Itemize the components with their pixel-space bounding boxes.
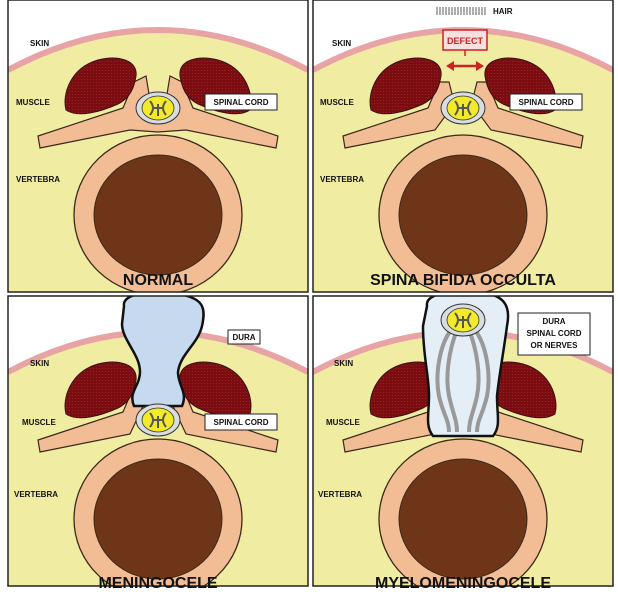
callout-spinal-cord: SPINAL CORD <box>214 418 269 427</box>
spinal-cord <box>441 92 485 124</box>
panel-title: NORMAL <box>123 272 193 289</box>
spinal-cord <box>136 92 180 124</box>
label-vertebra: VERTEBRA <box>16 175 60 184</box>
label-hair: HAIR <box>493 7 513 16</box>
label-skin: SKIN <box>334 359 353 368</box>
label-muscle: MUSCLE <box>22 418 56 427</box>
label-vertebra: VERTEBRA <box>320 175 364 184</box>
callout-dura: DURA <box>232 333 255 342</box>
callout-dura: DURA <box>542 317 565 326</box>
spinal-cord <box>441 304 485 336</box>
panel-occulta: HAIR DEFECT SKIN MUSCLE VERTEBRA SPINAL … <box>313 0 613 295</box>
label-skin: SKIN <box>332 39 351 48</box>
callout-spinal-cord: SPINAL CORD <box>519 98 574 107</box>
callout-spinal-cord: SPINAL CORD <box>527 329 582 338</box>
label-muscle: MUSCLE <box>326 418 360 427</box>
panel-title: MYELOMENINGOCELE <box>375 575 551 592</box>
vertebral-body <box>379 439 547 592</box>
panel-normal: SKIN MUSCLE VERTEBRA SPINAL CORD NORMAL <box>8 0 308 295</box>
spinal-cord <box>136 404 180 436</box>
label-muscle: MUSCLE <box>16 98 50 107</box>
label-skin: SKIN <box>30 359 49 368</box>
label-muscle: MUSCLE <box>320 98 354 107</box>
label-defect: DEFECT <box>447 36 484 46</box>
label-vertebra: VERTEBRA <box>318 490 362 499</box>
panel-meningocele: SKIN MUSCLE VERTEBRA DURA SPINAL CORD ME… <box>8 293 308 592</box>
callout-or-nerves: OR NERVES <box>531 341 579 350</box>
panel-title: MENINGOCELE <box>98 575 217 592</box>
callout-spinal-cord: SPINAL CORD <box>214 98 269 107</box>
label-skin: SKIN <box>30 39 49 48</box>
vertebral-body <box>74 439 242 592</box>
vertebral-body <box>74 135 242 295</box>
panel-myelomeningocele: SKIN MUSCLE VERTEBRA DURA SPINAL CORD OR… <box>313 292 613 592</box>
panel-title: SPINA BIFIDA OCCULTA <box>370 272 556 289</box>
label-vertebra: VERTEBRA <box>14 490 58 499</box>
vertebral-body <box>379 135 547 295</box>
